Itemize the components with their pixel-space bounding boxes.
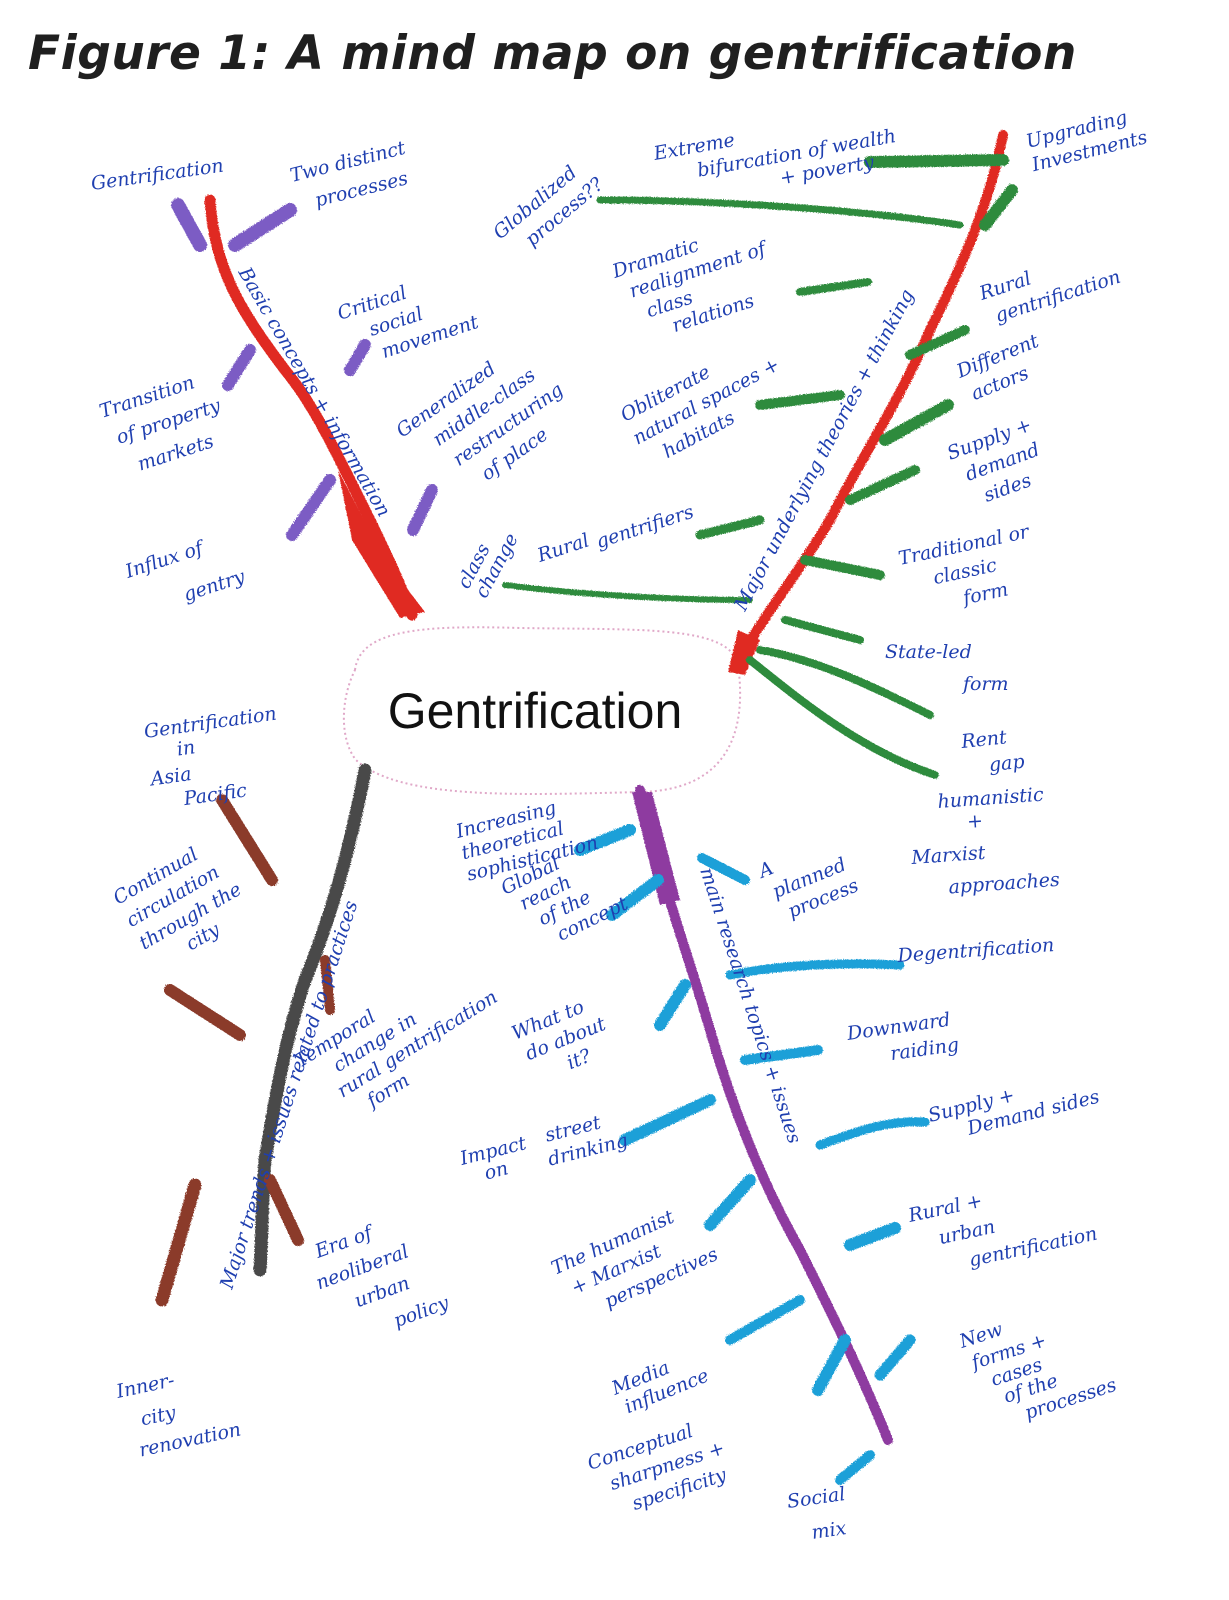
leaf-dramatic-realignment: Dramatic realignment of class relations bbox=[609, 213, 789, 350]
center-node: Gentrification bbox=[342, 626, 742, 795]
leaf-continual-circulation: Continual circulation through the city bbox=[110, 830, 263, 975]
leaf-inner-city-renovation: Inner- city renovation bbox=[113, 1358, 242, 1464]
figure-title: Figure 1: A mind map on gentrification bbox=[28, 26, 1077, 81]
leaf-downward-raiding: Downward raiding bbox=[845, 1008, 962, 1071]
cyan-twig bbox=[812, 1334, 851, 1396]
cyan-twig bbox=[574, 824, 636, 856]
leaf-supply-demand-sides-green: Supply + demand sides bbox=[944, 412, 1058, 514]
brown-twig bbox=[320, 955, 335, 1015]
cyan-twig bbox=[606, 874, 664, 921]
leaf-media-influence: Media influence bbox=[608, 1344, 712, 1420]
cyan-twig bbox=[815, 1117, 930, 1150]
branch-main-research-topics bbox=[574, 785, 930, 1485]
purple-twig bbox=[407, 484, 438, 536]
branch-basic-concepts bbox=[171, 194, 438, 621]
leaf-gentrification-asia-pacific: Gentrification in Asia Pacific bbox=[141, 702, 294, 815]
cyan-twig bbox=[725, 959, 905, 980]
leaf-generalized-middle-class: Generalized middle-class restructuring o… bbox=[392, 329, 588, 511]
purple-twig bbox=[344, 339, 371, 376]
leaf-upgrading-investments: Upgrading Investments bbox=[1023, 103, 1150, 176]
leaf-supply-demand-sides-magenta: Supply + Demand sides bbox=[926, 1064, 1102, 1148]
leaf-globalized-process: Globalized process?? bbox=[489, 153, 608, 264]
leaf-rural-gentrifiers: Rural gentrifiers bbox=[534, 496, 697, 572]
leaf-humanistic-marxist: humanistic + Marxist approaches bbox=[906, 783, 1061, 901]
red-branch-stroke-right bbox=[733, 130, 1008, 665]
leaf-rural-urban-gentrification: Rural + urban gentrification bbox=[905, 1168, 1099, 1282]
green-twig bbox=[800, 555, 885, 580]
leaf-transition-of-property-markets: Transition of property markets bbox=[97, 364, 239, 482]
leaf-rural-gentrification: Rural gentrification bbox=[976, 241, 1123, 330]
cyan-twig bbox=[704, 1174, 756, 1231]
green-twig bbox=[746, 656, 939, 779]
leaf-a-planned-process: A planned process bbox=[754, 829, 864, 928]
red-branch-base bbox=[338, 470, 425, 618]
branch-major-trends bbox=[155, 763, 372, 1307]
brown-twig bbox=[216, 794, 278, 886]
red-branch-stroke bbox=[204, 194, 418, 621]
cyan-twig bbox=[835, 1450, 875, 1485]
leaf-impact-on-street-drinking: Impact on street drinking bbox=[456, 1106, 630, 1191]
purple-twig bbox=[228, 203, 297, 252]
magenta-branch-top bbox=[632, 792, 680, 905]
gray-branch-stroke bbox=[253, 763, 372, 1277]
leaf-humanist-marxist-perspectives: The humanist + Marxist perspectives bbox=[548, 1196, 722, 1327]
green-twig bbox=[502, 582, 753, 603]
cyan-twig bbox=[654, 979, 691, 1031]
leaf-traditional-classic-form: Traditional or classic form bbox=[896, 520, 1047, 621]
green-twig bbox=[596, 196, 964, 229]
leaf-degentrification: Degentrification bbox=[896, 934, 1055, 967]
green-twig bbox=[979, 184, 1018, 231]
brown-twig bbox=[164, 984, 246, 1041]
leaf-gentrification-red: Gentrification bbox=[90, 155, 225, 195]
leaf-two-distinct-processes: Two distinct processes bbox=[288, 136, 421, 216]
cyan-twig bbox=[740, 1045, 823, 1065]
leaf-social-mix: Social mix bbox=[786, 1482, 858, 1546]
green-twig bbox=[695, 515, 765, 540]
leaf-era-of-neoliberal-urban-policy: Era of neoliberal urban policy bbox=[303, 1205, 452, 1352]
cyan-twig bbox=[844, 1222, 901, 1251]
leaf-different-actors: Different actors bbox=[953, 328, 1057, 407]
leaf-rent-gap: Rent gap bbox=[959, 725, 1025, 779]
brown-twig bbox=[264, 1174, 304, 1246]
green-twig bbox=[796, 278, 872, 296]
purple-twig bbox=[171, 198, 207, 252]
green-twig bbox=[845, 465, 920, 505]
brown-twig bbox=[155, 1178, 202, 1307]
cyan-twig bbox=[725, 1295, 805, 1345]
purple-twig bbox=[286, 474, 336, 541]
leaf-class-change: class change bbox=[453, 520, 523, 601]
leaf-new-forms-cases-processes: New forms + cases of the processes bbox=[956, 1290, 1120, 1437]
green-twig bbox=[756, 646, 934, 719]
branch-major-theories bbox=[502, 130, 1018, 779]
purple-twig bbox=[222, 344, 256, 391]
green-twig bbox=[864, 154, 1009, 168]
green-twig bbox=[781, 616, 864, 644]
green-twig bbox=[879, 399, 954, 446]
cyan-twig bbox=[874, 1334, 916, 1381]
center-label: Gentrification bbox=[388, 683, 683, 739]
cyan-twig bbox=[619, 1094, 716, 1146]
cyan-twig bbox=[697, 853, 750, 885]
leaf-conceptual-sharpness-specificity: Conceptual sharpness + specificity bbox=[585, 1410, 742, 1524]
red-branch-base-right bbox=[728, 630, 760, 675]
green-twig bbox=[755, 390, 845, 410]
green-twig bbox=[905, 325, 970, 360]
leaf-state-led-form: State-led form bbox=[885, 641, 1009, 695]
leaf-what-to-do-about-it: What to do about it? bbox=[509, 988, 624, 1089]
leaf-influx-of-gentry: Influx of gentry bbox=[122, 527, 248, 621]
leaf-extreme-bifurcation: Extreme bifurcation of wealth + poverty bbox=[651, 100, 907, 210]
